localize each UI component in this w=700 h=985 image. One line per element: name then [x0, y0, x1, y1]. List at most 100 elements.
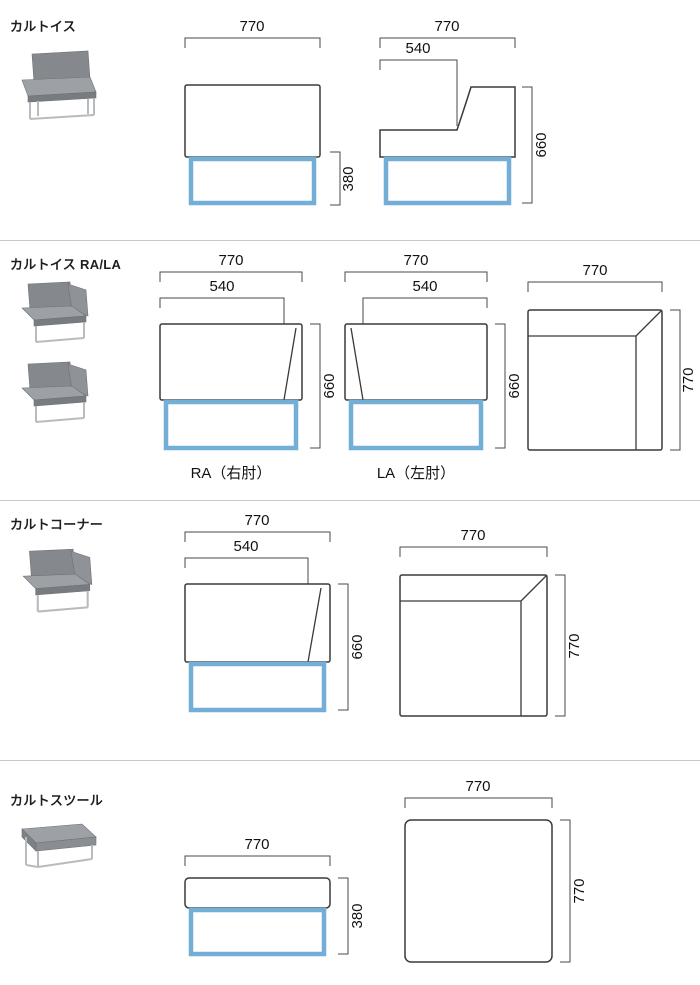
dimension-drawing-chair: 770 380 770 540 660	[184, 18, 550, 206]
product-name: カルトイス RA/LA	[10, 257, 122, 272]
caption-la: LA（左肘）	[377, 465, 455, 482]
upholstery-outline	[184, 84, 321, 158]
dim-line-width	[159, 271, 303, 282]
dim-label-top-width: 770	[465, 778, 490, 795]
chair-seat-front	[33, 315, 87, 327]
dim-label-height: 660	[349, 634, 366, 659]
dim-label-height: 380	[349, 903, 366, 928]
caption-ra: RA（右肘）	[191, 465, 272, 482]
chair-legs	[35, 322, 85, 343]
side-upholstery-outline	[379, 86, 516, 158]
dim-line-seat-width	[184, 557, 309, 584]
section-cart-chair: カルトイス 770 380 770 540	[0, 0, 700, 240]
dim-label-top-width: 770	[460, 527, 485, 544]
chair-legs	[36, 590, 89, 613]
dim-label-front-width: 770	[244, 512, 269, 529]
top-view-outline	[527, 309, 663, 451]
base-frame	[188, 156, 317, 206]
upholstery-outline	[159, 323, 303, 401]
dim-label-front-width: 770	[244, 836, 269, 853]
la-front-view: 770 540 660 LA（左肘）	[344, 252, 523, 482]
product-photo-la	[21, 361, 89, 423]
stool-seat-side	[21, 828, 37, 852]
backrest-miter-lines	[400, 574, 548, 716]
dim-label-total-height: 660	[533, 132, 550, 157]
dim-label-top-depth: 770	[571, 878, 588, 903]
chair-legs	[35, 402, 85, 423]
bench-seat-front	[27, 91, 97, 103]
chair-side-view: 770 540 660	[379, 18, 550, 206]
product-name: カルトイス	[10, 19, 77, 34]
dimension-drawing-ra-la: 770 540 660 RA（右肘） 770 540 660	[159, 252, 697, 482]
dimension-drawing-corner: 770 540 660 770 770	[184, 512, 583, 717]
product-photo-corner	[22, 548, 93, 613]
dim-label-base-height: 380	[340, 166, 357, 191]
cushion-outline	[184, 877, 331, 909]
section-divider	[0, 240, 700, 241]
section-cart-corner: カルトコーナー 770 540 660	[0, 500, 700, 760]
dim-label-ra-height: 660	[321, 373, 338, 398]
dim-line-height	[495, 323, 506, 449]
dim-label-top-width: 770	[582, 262, 607, 279]
corner-front-view: 770 540 660	[184, 512, 366, 713]
product-photo-bench	[21, 50, 97, 120]
dim-label-top-depth: 770	[680, 367, 697, 392]
top-view-outline	[399, 574, 548, 717]
dim-line-height	[338, 583, 349, 711]
bench-legs	[29, 98, 95, 120]
side-back-edge-line	[307, 587, 322, 663]
product-name: カルトスツール	[10, 793, 104, 808]
dim-line-width	[184, 855, 331, 866]
dimension-drawing-stool: 770 380 770 770	[184, 778, 588, 963]
stool-top-view: 770 770	[404, 778, 588, 963]
dim-line-height	[338, 877, 349, 955]
dim-line-top-width	[399, 546, 548, 557]
dim-line-top-width	[527, 281, 663, 292]
dim-line-base-height	[330, 151, 341, 206]
base-frame	[188, 661, 327, 713]
arm-edge-line	[283, 327, 297, 401]
corner-top-view: 770 770	[399, 527, 583, 717]
upholstery-outline	[184, 583, 331, 663]
dim-line-width	[184, 37, 321, 48]
arm-edge-line	[350, 327, 364, 401]
section-cart-stool: カルトスツール 770 380 770 770	[0, 760, 700, 985]
dim-line-top-width	[404, 797, 553, 808]
dim-label-la-seat-width: 540	[412, 278, 437, 295]
product-name: カルトコーナー	[10, 517, 104, 532]
ra-front-view: 770 540 660 RA（右肘）	[159, 252, 338, 482]
base-frame	[383, 156, 512, 206]
base-frame	[348, 399, 484, 451]
chair-seat-front	[33, 395, 87, 407]
dim-line-top-depth	[560, 819, 571, 963]
dim-line-top-depth	[670, 309, 681, 451]
upholstery-outline	[344, 323, 488, 401]
dim-line-seat-width	[159, 297, 285, 324]
dim-line-seat-width	[362, 297, 488, 324]
dim-line-seat-depth	[379, 59, 458, 126]
dim-label-side-width: 770	[434, 18, 459, 35]
chair-front-view: 770 380	[184, 18, 357, 206]
dim-line-total-height	[522, 86, 533, 204]
dim-label-ra-width: 770	[218, 252, 243, 269]
dim-label-la-width: 770	[403, 252, 428, 269]
dim-label-la-height: 660	[506, 373, 523, 398]
dim-label-top-depth: 770	[566, 633, 583, 658]
dim-label-seat-depth: 540	[405, 40, 430, 57]
section-divider	[0, 760, 700, 761]
product-photo-stool	[21, 823, 97, 868]
dim-label-front-width: 770	[239, 18, 264, 35]
dim-line-top-depth	[555, 574, 566, 717]
chair-seat-front	[35, 584, 91, 596]
product-photo-ra	[21, 281, 89, 343]
section-cart-chair-ra-la: カルトイス RA/LA 770 540	[0, 240, 700, 500]
dim-line-width	[344, 271, 488, 282]
dim-line-width	[184, 531, 331, 542]
dim-line-height	[310, 323, 321, 449]
stool-legs	[25, 837, 93, 868]
ra-la-top-view: 770 770	[527, 262, 697, 451]
dim-label-seat-width: 540	[233, 538, 258, 555]
dim-line-depth	[379, 37, 516, 48]
base-frame	[188, 907, 327, 957]
